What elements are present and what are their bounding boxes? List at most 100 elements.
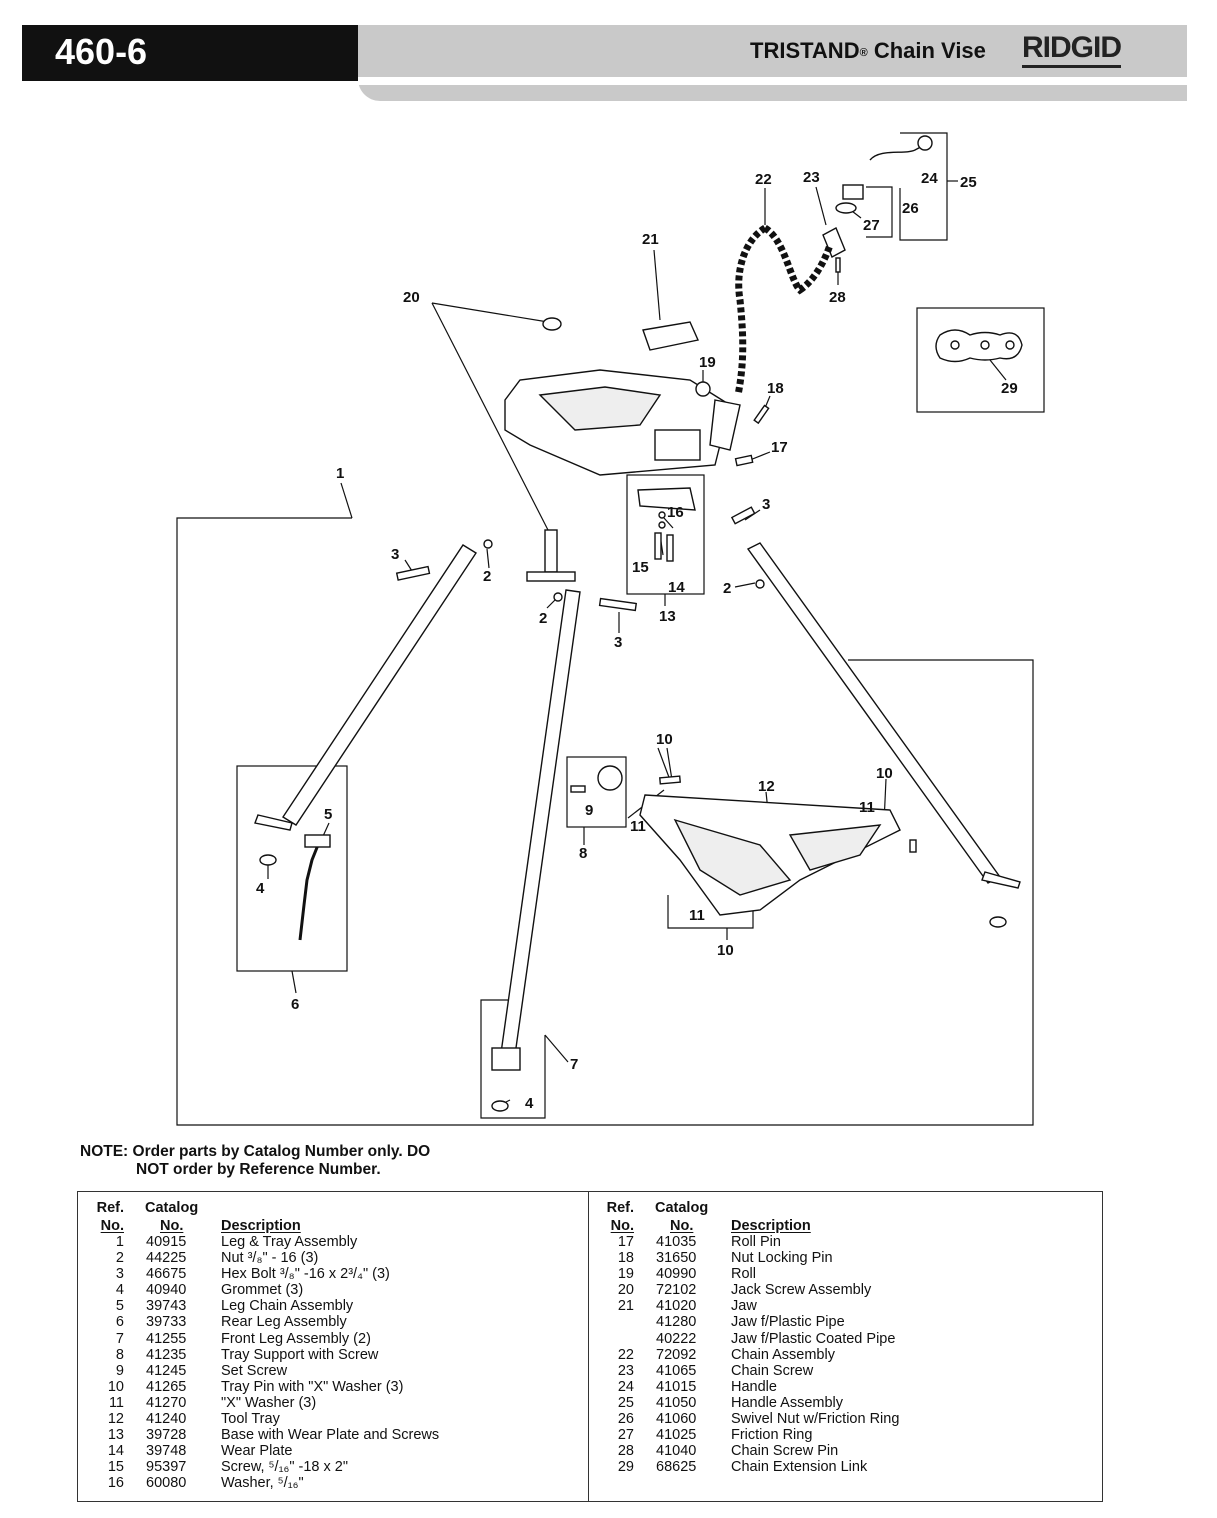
table-header: Ref. No. Catalog No. Description — [78, 1200, 588, 1234]
ref-cell: 6 — [115, 1314, 124, 1331]
catalog-cell: 31650 — [656, 1250, 697, 1267]
ref-cell: 28 — [617, 1443, 634, 1460]
callout-20: 20 — [403, 289, 420, 306]
description-cell: Front Leg Assembly (2) — [221, 1330, 371, 1347]
callout-23: 23 — [803, 169, 820, 186]
callout-10: 10 — [876, 765, 893, 782]
callout-17: 17 — [771, 439, 788, 456]
ref-cell: 8 — [115, 1346, 124, 1363]
catalog-cell: 41060 — [656, 1411, 697, 1428]
description-cell: Jack Screw Assembly — [731, 1282, 872, 1299]
table-header: Ref. No. Catalog No. Description — [588, 1200, 1103, 1234]
header-catalog: Catalog — [145, 1200, 199, 1216]
description-cell: Handle — [731, 1378, 777, 1395]
description-cell: Screw, ⁵/₁₆" -18 x 2" — [221, 1459, 348, 1476]
ref-cell: 22 — [617, 1346, 634, 1363]
ref-cell: 18 — [617, 1250, 634, 1267]
table-row: 10 41265 Tray Pin with "X" Washer (3) — [78, 1379, 588, 1395]
ref-cell: 23 — [617, 1362, 634, 1379]
ref-cell: 21 — [617, 1298, 634, 1315]
table-row: 23 41065 Chain Screw — [588, 1363, 1103, 1379]
ref-cell: 10 — [107, 1378, 124, 1395]
handle — [869, 141, 931, 161]
catalog-cell: 41050 — [656, 1394, 697, 1411]
callout-11: 11 — [630, 818, 646, 835]
description-cell: Chain Screw — [731, 1362, 814, 1379]
header-description: Description — [221, 1217, 301, 1234]
catalog-cell: 41280 — [656, 1314, 697, 1331]
callout-21: 21 — [642, 231, 659, 248]
catalog-cell: 39728 — [146, 1427, 187, 1444]
ref-cell: 27 — [617, 1427, 634, 1444]
table-row: 18 31650 Nut Locking Pin — [588, 1250, 1103, 1266]
catalog-cell: 41270 — [146, 1394, 187, 1411]
description-cell: Leg Chain Assembly — [221, 1298, 354, 1315]
ref-cell: 24 — [617, 1378, 634, 1395]
catalog-cell: 41065 — [656, 1362, 697, 1379]
ref-cell: 12 — [107, 1411, 124, 1428]
catalog-cell: 41020 — [656, 1298, 697, 1315]
callout-27: 27 — [863, 217, 880, 234]
header-tab-gap — [358, 77, 1187, 85]
description-cell: Chain Screw Pin — [731, 1443, 839, 1460]
rear-leg — [282, 544, 477, 826]
catalog-cell: 39743 — [146, 1298, 187, 1315]
table-row: 24 41015 Handle — [588, 1379, 1103, 1395]
ref-cell: 17 — [617, 1234, 634, 1250]
chain-extension-link — [935, 329, 1023, 363]
ref-cell: 5 — [115, 1298, 124, 1315]
callout-11: 11 — [859, 799, 875, 816]
description-cell: Jaw f/Plastic Coated Pipe — [731, 1330, 896, 1347]
catalog-cell: 41015 — [656, 1378, 697, 1395]
callout-26: 26 — [902, 200, 919, 217]
ref-cell: 11 — [108, 1394, 124, 1411]
description-cell: Tray Support with Screw — [221, 1346, 379, 1363]
description-cell: Nut Locking Pin — [731, 1250, 833, 1267]
description-cell: Swivel Nut w/Friction Ring — [731, 1411, 900, 1428]
ref-cell: 16 — [107, 1475, 124, 1492]
table-row: 40222 Jaw f/Plastic Coated Pipe — [588, 1331, 1103, 1347]
catalog-cell: 44225 — [146, 1250, 187, 1267]
jaw — [642, 321, 699, 351]
catalog-cell: 72102 — [656, 1282, 697, 1299]
description-cell: Tray Pin with "X" Washer (3) — [221, 1378, 404, 1395]
ref-cell: 25 — [617, 1394, 634, 1411]
callout-10: 10 — [717, 942, 734, 959]
header-description: Description — [731, 1217, 811, 1234]
catalog-cell: 41265 — [146, 1378, 187, 1395]
table-row: 5 39743 Leg Chain Assembly — [78, 1298, 588, 1314]
description-cell: Leg & Tray Assembly — [221, 1234, 358, 1250]
description-cell: Chain Extension Link — [731, 1459, 868, 1476]
callout-13: 13 — [659, 608, 676, 625]
header-catalog: Catalog — [655, 1200, 709, 1216]
callout-3: 3 — [391, 546, 399, 563]
rear-leg-box — [236, 765, 348, 972]
page-title: TRISTAND® Chain Vise — [750, 38, 986, 63]
catalog-cell: 68625 — [656, 1459, 697, 1476]
description-cell: Handle Assembly — [731, 1394, 844, 1411]
description-cell: Chain Assembly — [731, 1346, 835, 1363]
callout-3: 3 — [762, 496, 770, 513]
callout-11: 11 — [689, 907, 705, 924]
catalog-cell: 41240 — [146, 1411, 187, 1428]
catalog-cell: 40222 — [656, 1330, 697, 1347]
catalog-cell: 41040 — [656, 1443, 697, 1460]
callout-14: 14 — [668, 579, 685, 596]
callout-5: 5 — [324, 806, 332, 823]
catalog-cell: 40990 — [656, 1266, 697, 1283]
description-cell: Rear Leg Assembly — [221, 1314, 347, 1331]
callout-6: 6 — [291, 996, 299, 1013]
